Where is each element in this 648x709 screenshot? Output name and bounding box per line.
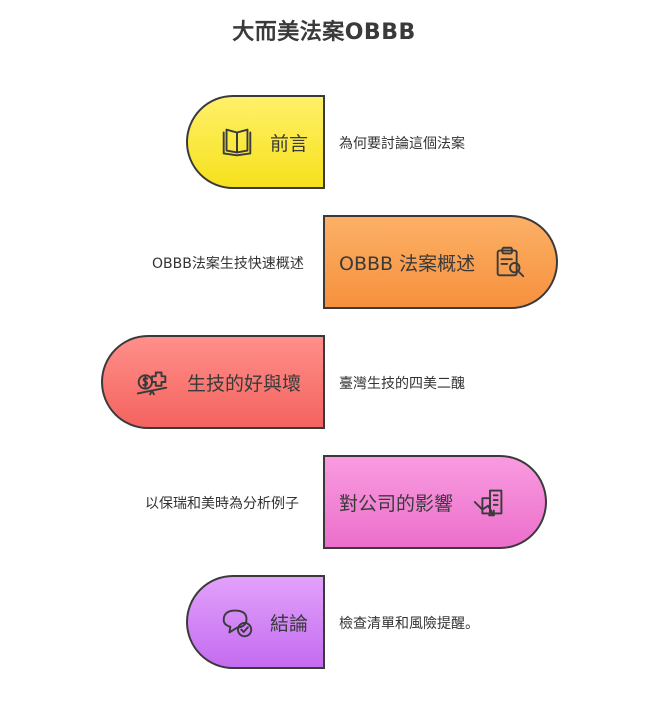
step-5-caption: 檢查清單和風險提醒。 (339, 616, 479, 632)
step-2-caption: OBBB法案生技快速概述 (152, 256, 304, 272)
step-1-pill: 前言 (186, 95, 325, 189)
step-1-caption: 為何要討論這個法案 (339, 136, 465, 152)
step-5-pill: 結論 (186, 575, 325, 669)
step-4-caption: 以保瑞和美時為分析例子 (145, 496, 299, 512)
step-4-label: 對公司的影響 (339, 492, 454, 515)
step-3-pill: 生技的好與壞 (101, 335, 325, 429)
step-1-label: 前言 (270, 132, 309, 155)
step-5-label: 結論 (270, 612, 309, 635)
step-2-label: OBBB 法案概述 (339, 252, 476, 275)
diagram-title: 大而美法案OBBB (232, 20, 416, 45)
book-icon (218, 123, 256, 161)
step-3-label: 生技的好與壞 (187, 372, 302, 395)
step-3-caption: 臺灣生技的四美二醜 (339, 376, 465, 392)
building-decline-icon (471, 483, 509, 521)
chat-check-icon (218, 603, 256, 641)
step-4-pill: 對公司的影響 (323, 455, 547, 549)
money-balance-icon (133, 363, 171, 401)
step-2-pill: OBBB 法案概述 (323, 215, 558, 309)
clipboard-search-icon (491, 243, 529, 281)
